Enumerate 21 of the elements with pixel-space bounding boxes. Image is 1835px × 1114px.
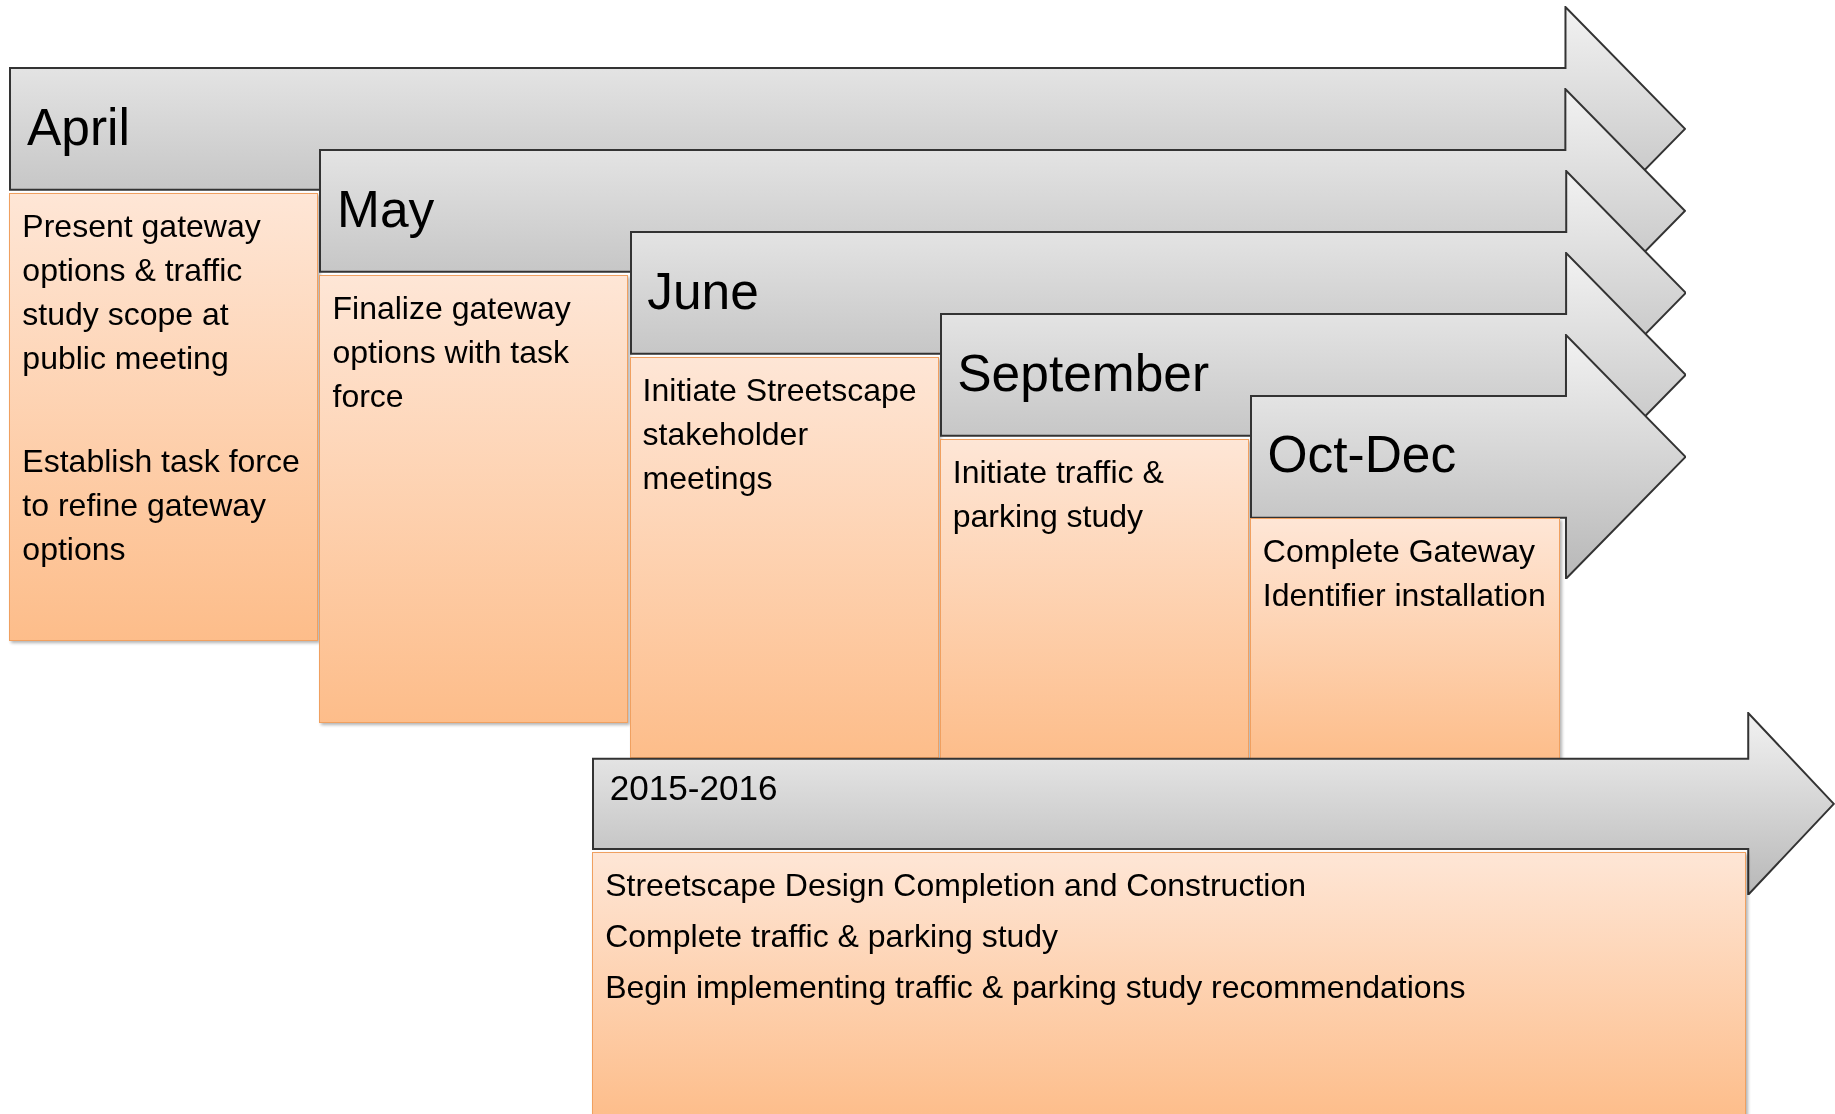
task-box: [9, 193, 319, 642]
task-box: [1249, 518, 1560, 761]
task-text: Streetscape Design Completion and Construction: [605, 865, 1307, 905]
task-text: Finalize gateway options with task force: [332, 289, 572, 416]
task-text: Present gateway options & traffic study scope at public meeting: [22, 207, 262, 379]
task-text: Initiate traffic & parking study: [952, 452, 1165, 536]
task-text: Establish task force to refine gateway options: [22, 441, 301, 569]
period-label: June: [647, 260, 759, 321]
task-text: Complete traffic & parking study: [605, 916, 1060, 956]
task-text: Begin implementing traffic & parking study recommendations: [605, 968, 1467, 1007]
period-label: September: [957, 342, 1210, 403]
period-label: Oct-Dec: [1267, 424, 1457, 485]
task-box: [939, 438, 1249, 761]
task-text: Initiate Streetscape stakeholder meetings: [642, 370, 918, 498]
task-box: [592, 851, 1747, 1114]
period-label: May: [337, 178, 435, 239]
task-text: Complete Gateway Identifier installation: [1262, 532, 1547, 616]
task-box: [319, 275, 629, 724]
period-label: 2015-2016: [609, 767, 778, 808]
period-label: April: [26, 96, 130, 157]
task-box: [629, 356, 939, 759]
